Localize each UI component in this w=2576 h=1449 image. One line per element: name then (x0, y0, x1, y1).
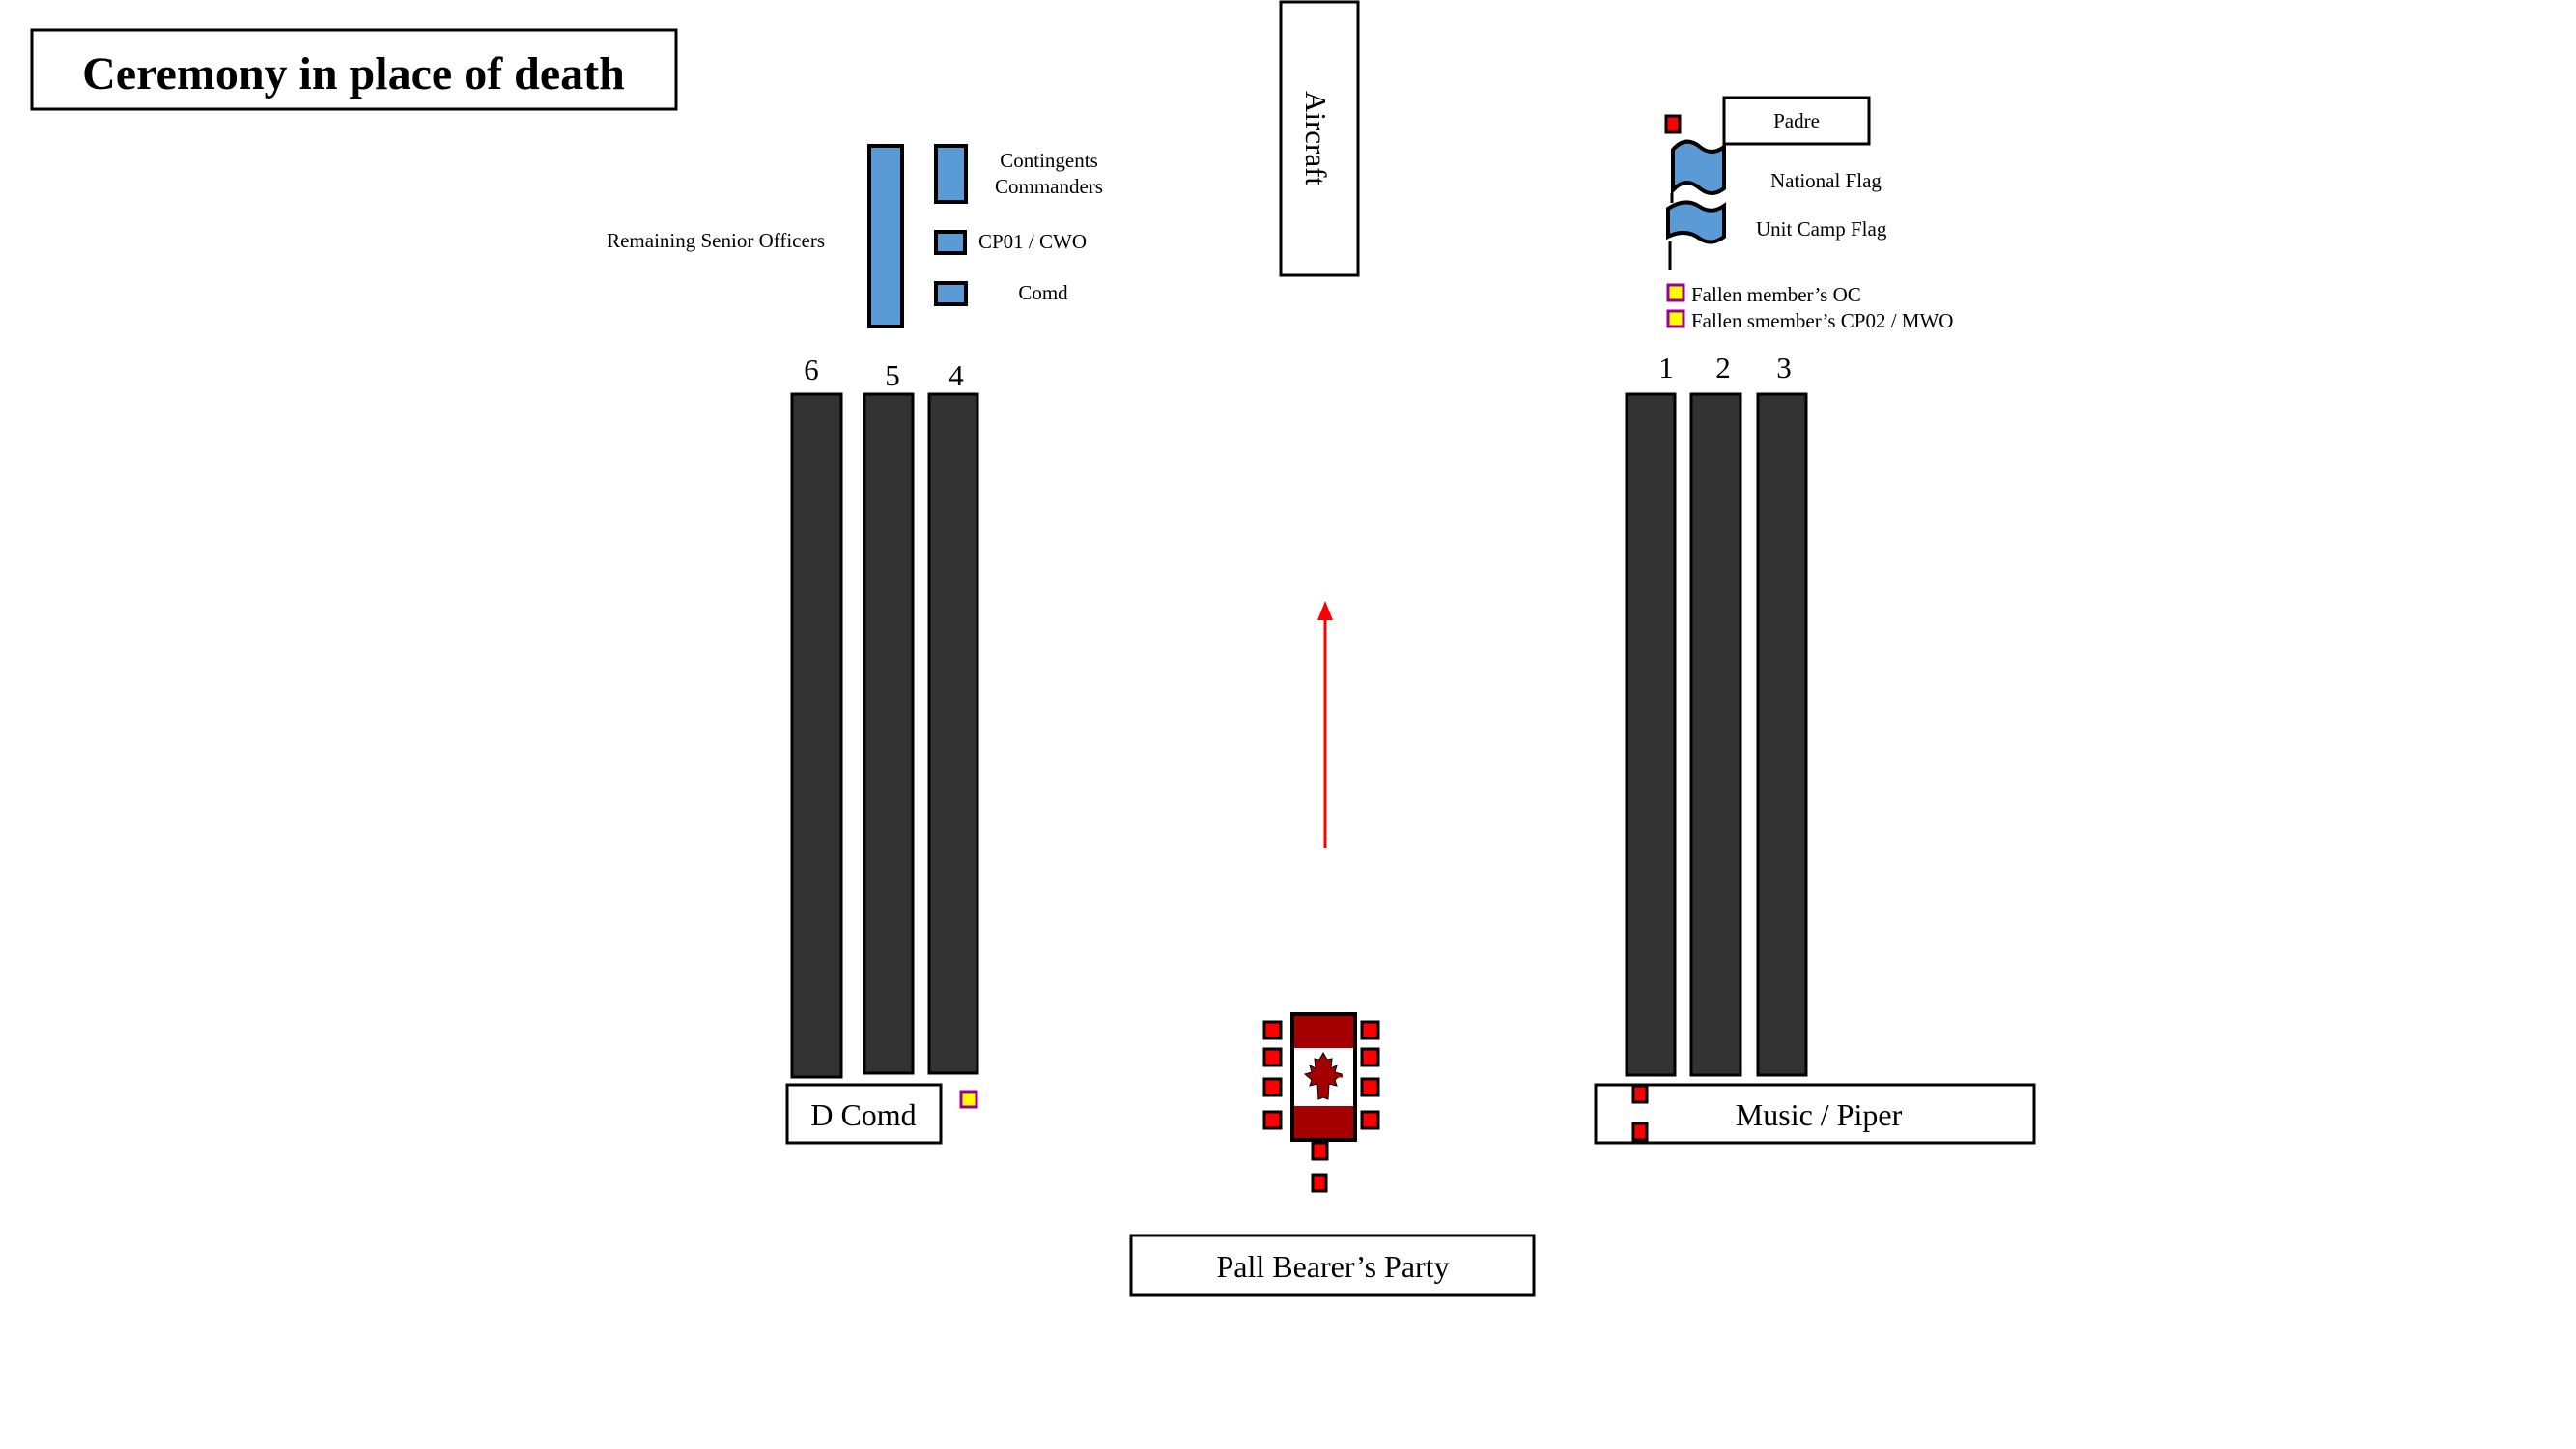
aircraft-box: Aircraft (1279, 0, 1360, 277)
piper-marker (1631, 1122, 1649, 1142)
contingents-commanders-block (934, 144, 968, 204)
contingents-label-2: Commanders (995, 175, 1103, 198)
column-number-6: 6 (804, 353, 819, 386)
fallen-cp02-marker (1666, 309, 1685, 328)
music-piper-label: Music / Piper (1736, 1097, 1903, 1132)
national-flag-icon (1670, 139, 1726, 203)
piper-marker (1631, 1084, 1649, 1104)
remaining-senior-officers-label: Remaining Senior Officers (607, 229, 825, 252)
column-3 (1756, 392, 1808, 1077)
direction-arrow-icon (1317, 601, 1333, 848)
comd-block (934, 281, 968, 306)
senior-officers-block (867, 144, 904, 328)
column-number-5: 5 (885, 358, 900, 392)
column-number-1: 1 (1658, 351, 1674, 384)
cp01-cwo-block (934, 230, 967, 255)
d-comd-label: D Comd (810, 1097, 916, 1132)
diagram-title: Ceremony in place of death (82, 48, 625, 99)
d-comd-box (785, 1083, 943, 1145)
column-number-3: 3 (1776, 351, 1792, 384)
cp01-cwo-label: CP01 / CWO (978, 230, 1087, 253)
column-5 (863, 392, 915, 1075)
fallen-oc-marker (1666, 283, 1685, 302)
column-4 (927, 392, 979, 1075)
flag-draped-casket (1290, 1012, 1357, 1142)
unit-camp-flag-label: Unit Camp Flag (1756, 217, 1887, 241)
fallen-oc-label: Fallen member’s OC (1691, 283, 1861, 306)
column-number-4: 4 (948, 358, 964, 392)
padre-label: Padre (1773, 109, 1820, 132)
aircraft-label: Aircraft (1299, 91, 1333, 185)
padre-position-marker (1664, 114, 1682, 134)
title-box: Ceremony in place of death (30, 28, 678, 111)
music-piper-box (1594, 1083, 2036, 1145)
maple-leaf-icon (1303, 1051, 1344, 1100)
pall-bearers-label: Pall Bearer’s Party (1216, 1249, 1449, 1284)
padre-box (1722, 96, 1871, 146)
national-flag-label: National Flag (1770, 169, 1882, 192)
column-6 (790, 392, 843, 1079)
d-comd-marker (959, 1090, 978, 1109)
unit-camp-flag-icon (1666, 200, 1726, 270)
contingents-label-1: Contingents (1000, 149, 1098, 172)
column-1 (1625, 392, 1677, 1077)
column-2 (1689, 392, 1742, 1077)
pall-bearers-box (1129, 1234, 1536, 1297)
column-number-2: 2 (1715, 351, 1731, 384)
fallen-cp02-label: Fallen smember’s CP02 / MWO (1691, 309, 1953, 332)
comd-label: Comd (1018, 281, 1068, 304)
pall-bearers (1262, 1020, 1380, 1193)
